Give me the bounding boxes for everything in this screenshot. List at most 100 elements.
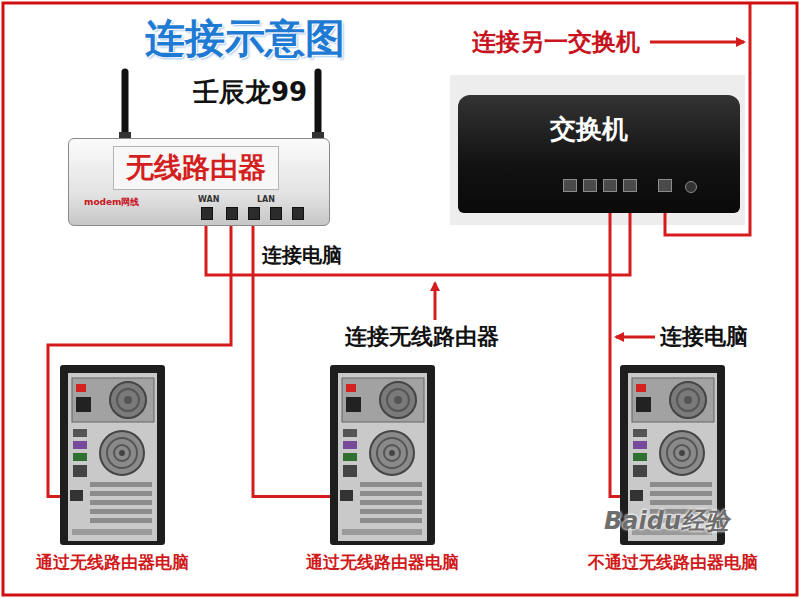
computer-caption: 通过无线路由器电脑 — [36, 551, 189, 573]
pc-tower — [60, 365, 165, 545]
pc-tower — [389, 450, 395, 456]
computer-caption: 不通过无线路由器电脑 — [588, 551, 758, 573]
pc-tower — [394, 396, 402, 404]
pc-tower — [630, 490, 643, 501]
port-label: WAN — [198, 195, 219, 205]
ethernet-port — [292, 207, 304, 220]
pc-tower — [633, 465, 647, 477]
pc-tower — [633, 429, 647, 437]
pc-tower — [90, 500, 152, 505]
pc-tower — [107, 438, 137, 468]
pc-tower — [76, 384, 86, 392]
pc-tower — [342, 529, 422, 535]
ethernet-port — [563, 179, 577, 192]
pc-tower — [73, 429, 87, 437]
pc-tower — [330, 365, 435, 545]
pc-tower — [338, 373, 427, 541]
pc-tower — [124, 396, 132, 404]
callout-text: 连接电脑 — [262, 243, 342, 268]
pc-tower — [677, 389, 699, 411]
pc-tower — [72, 378, 154, 422]
callout-text: 连接无线路由器 — [345, 323, 499, 351]
frame-border — [3, 3, 797, 595]
pc-tower — [636, 384, 646, 392]
pc-tower — [650, 500, 712, 505]
network-cable — [610, 213, 620, 496]
pc-tower — [636, 397, 651, 412]
ethernet-port — [658, 179, 672, 192]
pc-tower — [90, 491, 152, 496]
ethernet-port — [270, 207, 282, 220]
pc-tower — [679, 450, 685, 456]
network-switch: 交换机 — [458, 95, 740, 213]
computer: 通过无线路由器电脑 — [60, 365, 165, 545]
pc-tower — [343, 441, 357, 449]
pc-tower — [360, 491, 422, 496]
computer-caption: 通过无线路由器电脑 — [306, 551, 459, 573]
pc-tower — [660, 431, 704, 475]
pc-tower — [384, 445, 400, 461]
device-name: 无线路由器 — [113, 146, 279, 190]
ethernet-port — [248, 207, 260, 220]
ethernet-port — [623, 179, 637, 192]
pc-tower — [377, 438, 407, 468]
pc-tower — [360, 509, 422, 514]
pc-tower — [343, 453, 357, 461]
switch-photo-ground — [450, 75, 745, 225]
pc-tower — [650, 491, 712, 496]
ethernet-port — [201, 207, 213, 220]
pc-tower — [117, 389, 139, 411]
pc-tower — [633, 453, 647, 461]
author-mark: 壬辰龙99 — [193, 76, 307, 109]
pointer-arrow — [434, 283, 437, 320]
pc-tower — [633, 441, 647, 449]
pc-tower — [360, 500, 422, 505]
pc-tower — [90, 509, 152, 514]
pc-tower — [342, 378, 424, 422]
pc-tower — [380, 382, 416, 418]
wireless-router: 无线路由器 — [68, 138, 330, 226]
pc-tower — [68, 373, 157, 541]
ethernet-port — [583, 179, 597, 192]
pc-tower — [674, 445, 690, 461]
pc-tower — [670, 382, 706, 418]
pc-tower — [73, 465, 87, 477]
pc-tower — [632, 378, 714, 422]
device-name: 交换机 — [550, 113, 628, 145]
pc-tower — [73, 441, 87, 449]
pc-tower — [76, 397, 91, 412]
pc-tower — [110, 382, 146, 418]
diagram-title: 连接示意图 — [145, 14, 345, 62]
ethernet-port — [226, 207, 238, 220]
pc-tower — [119, 450, 125, 456]
pc-tower — [73, 453, 87, 461]
port-label: modem网线 — [84, 197, 140, 208]
router-antenna — [315, 72, 322, 142]
router-antenna — [122, 72, 129, 142]
callout-text: 连接另一交换机 — [472, 27, 640, 57]
ethernet-port — [603, 179, 617, 192]
pc-tower — [72, 529, 152, 535]
pc-tower — [114, 445, 130, 461]
pc-tower — [70, 490, 83, 501]
callout-text: 连接电脑 — [660, 323, 748, 351]
pointer-arrow — [650, 41, 744, 44]
power-jack — [685, 181, 697, 193]
network-cable — [48, 226, 231, 496]
router-antenna — [119, 72, 324, 142]
pc-tower — [684, 396, 692, 404]
pc-tower — [343, 429, 357, 437]
pc-tower — [360, 518, 422, 523]
pc-tower — [100, 431, 144, 475]
pc-tower — [60, 365, 165, 545]
pc-tower — [90, 518, 152, 523]
pc-tower — [90, 482, 152, 487]
pointer-arrow — [616, 336, 655, 339]
pc-tower — [667, 438, 697, 468]
pc-tower — [340, 490, 353, 501]
pc-tower — [346, 397, 361, 412]
watermark: Baidu经验 — [604, 506, 729, 536]
pc-tower — [360, 482, 422, 487]
pc-tower — [346, 384, 356, 392]
